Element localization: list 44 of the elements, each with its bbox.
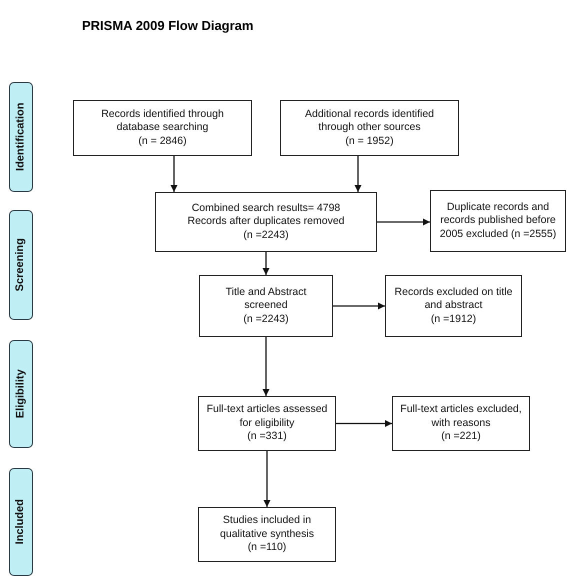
box-text: (n =1912) [430,312,476,326]
arrow [336,420,392,427]
phase-name: Identification [14,102,28,172]
phase-label [9,468,33,576]
box-text: Additional records identified through other sources [304,108,435,135]
box-text: Full-text articles assessed for eligibility [206,403,328,430]
arrow [333,302,385,310]
process-box [199,275,333,337]
arrow [354,156,362,192]
process-box [280,100,459,156]
arrow [262,337,270,396]
phase-label [9,340,33,448]
phase-label [9,210,33,320]
box-text: Records identified through database searching [100,108,225,135]
box-text: (n =221) [441,430,481,444]
box-text: (n =2243) [243,228,289,242]
process-box [73,100,252,156]
box-text: Records after duplicates removed [188,215,344,229]
box-text: Full-text articles excluded, with reasons [399,403,523,430]
phase-name: Screening [14,238,28,292]
phase-label [9,82,33,192]
process-box [198,396,336,451]
box-text: (n = 2846) [138,134,187,148]
box-text: (n =2243) [243,312,289,326]
box-text: (n =110) [248,541,286,555]
box-text: (n =331) [247,430,287,444]
process-box [385,275,522,337]
arrow [262,252,270,275]
box-text: Records excluded on title and abstract [394,286,514,313]
box-text: Duplicate records and records published before 2005 excluded (n =2555) [438,200,558,242]
process-box [392,396,530,451]
phase-name: Eligibility [14,370,28,418]
box-text: Combined search results= 4798 [192,202,340,216]
box-text: Title and Abstract screened [224,286,308,313]
arrow [264,451,270,507]
arrow [170,156,178,192]
box-text: (n = 1952) [345,134,394,148]
diagram-title: PRISMA 2009 Flow Diagram [82,18,254,33]
process-box [198,507,336,562]
arrow [377,218,430,226]
process-box [430,190,566,252]
phase-name: Included [14,499,28,545]
process-box [155,192,377,252]
box-text: Studies included in qualitative synthesis [219,514,315,542]
